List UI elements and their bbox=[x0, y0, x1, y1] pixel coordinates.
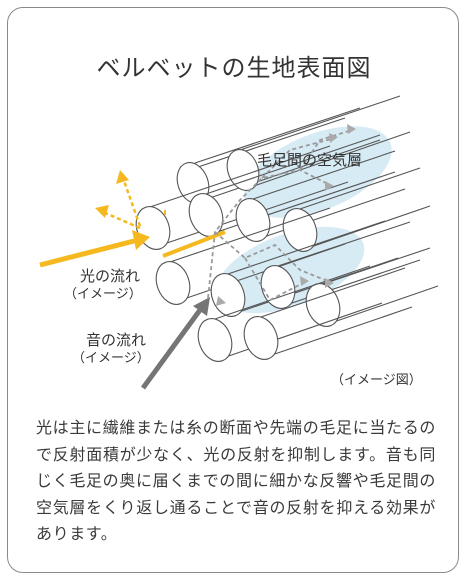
sound-flow-note: （イメージ） bbox=[72, 351, 150, 366]
velvet-fiber bbox=[282, 167, 431, 252]
image-note: （イメージ図） bbox=[331, 373, 422, 388]
velvet-fiber bbox=[197, 265, 383, 362]
light-flow-label: 光の流れ bbox=[80, 267, 141, 285]
velvet-fiber bbox=[188, 134, 396, 237]
velvet-fiber bbox=[260, 221, 421, 309]
light-flow-note: （イメージ） bbox=[64, 287, 142, 302]
sound-flow-label: 音の流れ bbox=[86, 331, 147, 349]
velvet-fiber bbox=[243, 267, 413, 360]
air-layer-label: 毛足間の空気層 bbox=[257, 151, 363, 169]
sound-flow-arrows bbox=[140, 124, 356, 390]
diagram-title: ベルベットの生地表面図 bbox=[96, 54, 372, 82]
light-flow-arrows bbox=[39, 170, 226, 268]
description-text: 光は主に繊維または糸の断面や先端の毛足に当たるので反射面積が少なく、光の反射を抑… bbox=[36, 418, 436, 543]
